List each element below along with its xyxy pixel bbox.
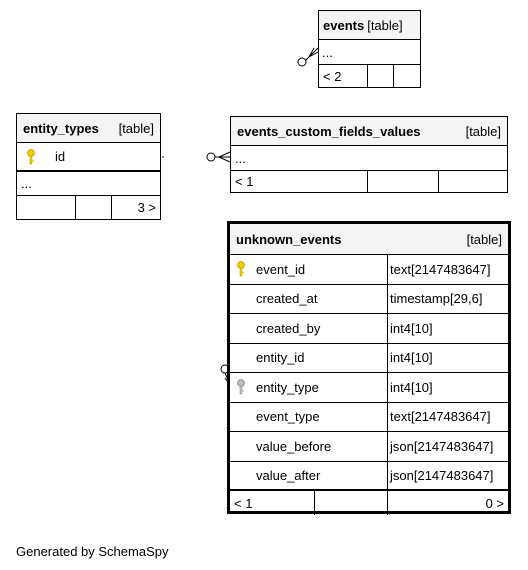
ecfv-footer-children bbox=[438, 171, 507, 192]
column-type: timestamp[29,6] bbox=[387, 284, 508, 313]
unknown-events-table[interactable]: unknown_events [table] event_id text[2147… bbox=[227, 221, 511, 515]
events-table-name: events bbox=[323, 17, 365, 33]
foreign-key-icon bbox=[230, 379, 252, 395]
column-type: json[2147483647] bbox=[387, 461, 508, 489]
entity-types-table[interactable]: entity_types [table] id ... 3 > bbox=[16, 113, 161, 220]
column-name: created_at bbox=[256, 291, 318, 307]
unknown-events-row-created-by[interactable]: created_by int4[10] bbox=[230, 314, 508, 344]
ecfv-footer-parents[interactable]: < 1 bbox=[235, 174, 254, 189]
column-name: value_before bbox=[256, 438, 332, 454]
events-header: events [table] bbox=[319, 11, 420, 40]
column-name: created_by bbox=[256, 320, 321, 336]
unknown-events-columns: event_id text[2147483647] created_at timest… bbox=[230, 255, 508, 491]
events-connector bbox=[297, 47, 319, 67]
unknown-events-footer-children: 0 > bbox=[387, 491, 508, 515]
unknown-events-footer-middle bbox=[314, 491, 387, 515]
events-ellipsis-row: ... bbox=[319, 40, 420, 65]
column-type: int4[10] bbox=[387, 314, 508, 343]
unknown-events-table-kind: [table] bbox=[466, 231, 502, 247]
unknown-events-row-entity-type[interactable]: entity_type int4[10] bbox=[230, 373, 508, 403]
events-footer: < 2 bbox=[319, 65, 420, 87]
events-ellipsis: ... bbox=[322, 44, 333, 60]
column-name: entity_type bbox=[256, 379, 319, 395]
ecfv-ellipsis: ... bbox=[235, 150, 246, 166]
entity-types-ellipsis-row: ... bbox=[17, 172, 160, 196]
column-name: value_after bbox=[256, 467, 321, 483]
entity-types-footer-middle bbox=[75, 196, 111, 219]
column-name: entity_id bbox=[256, 350, 305, 366]
unknown-events-row-created-at[interactable]: created_at timestamp[29,6] bbox=[230, 284, 508, 314]
events-footer-parents[interactable]: < 2 bbox=[323, 68, 342, 84]
unknown-events-row-event-type[interactable]: event_type text[2147483647] bbox=[230, 402, 508, 432]
column-type: json[2147483647] bbox=[387, 432, 508, 461]
primary-key-icon bbox=[230, 261, 252, 277]
entity-types-col-name: id bbox=[55, 149, 66, 164]
events-footer-middle bbox=[367, 65, 393, 87]
ecfv-footer: < 1 bbox=[231, 171, 507, 192]
column-name: event_id bbox=[256, 261, 306, 277]
entity-types-footer: 3 > bbox=[17, 196, 160, 219]
events-custom-fields-values-table[interactable]: events_custom_fields_values [table] ... … bbox=[230, 116, 508, 193]
entity-types-ellipsis: ... bbox=[21, 176, 32, 191]
column-type: text[2147483647] bbox=[387, 402, 508, 431]
entity-types-footer-children[interactable]: 3 > bbox=[111, 196, 160, 219]
entity-types-table-kind: [table] bbox=[118, 120, 154, 136]
primary-key-icon bbox=[17, 148, 45, 165]
unknown-events-footer-parents[interactable]: < 1 bbox=[234, 495, 253, 511]
entity-types-header: entity_types [table] bbox=[17, 114, 160, 143]
entity-types-connector-dot bbox=[162, 156, 164, 158]
unknown-events-row-entity-id[interactable]: entity_id int4[10] bbox=[230, 343, 508, 373]
entity-types-table-name: entity_types bbox=[23, 120, 99, 136]
entity-types-footer-parents bbox=[17, 196, 75, 219]
column-type: text[2147483647] bbox=[387, 255, 508, 284]
events-table-kind: [table] bbox=[367, 17, 403, 33]
column-type: int4[10] bbox=[387, 373, 508, 402]
unknown-events-row-value-after[interactable]: value_after json[2147483647] bbox=[230, 461, 508, 491]
ecfv-ellipsis-row: ... bbox=[231, 146, 507, 171]
ecfv-header: events_custom_fields_values [table] bbox=[231, 117, 507, 146]
unknown-events-header: unknown_events [table] bbox=[230, 224, 508, 255]
ecfv-connector bbox=[206, 151, 231, 163]
events-footer-children bbox=[393, 65, 420, 87]
entity-types-row-id[interactable]: id bbox=[17, 143, 160, 172]
ecfv-table-kind: [table] bbox=[465, 123, 501, 139]
ecfv-table-name: events_custom_fields_values bbox=[237, 123, 421, 139]
unknown-events-row-event-id[interactable]: event_id text[2147483647] bbox=[230, 255, 508, 285]
unknown-events-footer: < 1 0 > bbox=[230, 491, 508, 515]
column-type: int4[10] bbox=[387, 343, 508, 372]
unknown-events-row-value-before[interactable]: value_before json[2147483647] bbox=[230, 432, 508, 462]
events-table[interactable]: events [table] ... < 2 bbox=[318, 10, 421, 88]
column-name: event_type bbox=[256, 409, 320, 425]
generated-by-label: Generated by SchemaSpy bbox=[16, 544, 169, 559]
ecfv-footer-middle bbox=[367, 171, 438, 192]
unknown-events-table-name: unknown_events bbox=[236, 231, 342, 247]
